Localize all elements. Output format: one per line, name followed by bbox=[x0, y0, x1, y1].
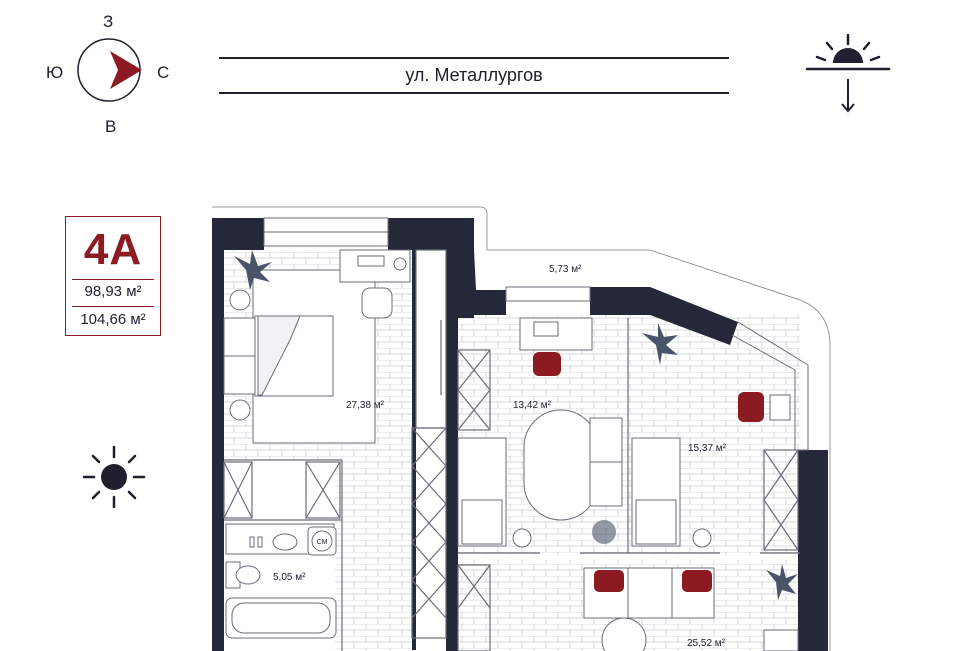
bathroom-fixtures bbox=[225, 523, 337, 639]
street-name: ул. Металлургов bbox=[405, 65, 543, 85]
room-area-living: 25,52 м² bbox=[687, 638, 726, 649]
sun-icon bbox=[82, 445, 146, 509]
divider bbox=[72, 279, 154, 280]
apartment-type: 4А bbox=[83, 225, 143, 274]
walls bbox=[212, 218, 828, 651]
divider bbox=[72, 306, 154, 307]
room-area-room2: 13,42 м² bbox=[513, 400, 552, 411]
plant-icon bbox=[234, 250, 798, 600]
room3-furniture bbox=[631, 394, 791, 548]
room-area-balcony: 5,73 м² bbox=[549, 264, 582, 275]
compass-icon bbox=[77, 38, 142, 102]
living-area: 98,93 м² bbox=[84, 283, 142, 300]
corridor-floor bbox=[335, 460, 415, 651]
room-area-bedroom: 27,38 м² bbox=[346, 400, 385, 411]
street-label: ул. Металлургов bbox=[219, 57, 729, 94]
windows bbox=[263, 217, 809, 451]
compass-north-label: З bbox=[103, 12, 114, 31]
compass-east-label: С bbox=[157, 63, 170, 82]
coffee-table bbox=[592, 520, 616, 544]
armchair-icon bbox=[594, 570, 712, 592]
apartment-info: 4А 98,93 м² 104,66 м² bbox=[65, 216, 161, 336]
sunset-icon bbox=[805, 33, 891, 113]
chair-icon bbox=[738, 392, 764, 422]
chair-icon bbox=[533, 352, 561, 376]
compass-west-label: Ю bbox=[46, 63, 64, 82]
desk bbox=[339, 249, 411, 319]
total-area: 104,66 м² bbox=[80, 311, 146, 328]
room-area-room3: 15,37 м² bbox=[688, 443, 727, 454]
partitions bbox=[223, 249, 800, 651]
room-area-bathroom: 5,05 м² bbox=[273, 572, 306, 583]
bed bbox=[223, 269, 376, 444]
compass: З Ю С В bbox=[40, 8, 190, 138]
balcony-outline bbox=[212, 206, 831, 651]
washer-label: СМ bbox=[317, 539, 328, 546]
compass-south-label: В bbox=[105, 117, 117, 136]
room2-furniture bbox=[457, 317, 623, 548]
